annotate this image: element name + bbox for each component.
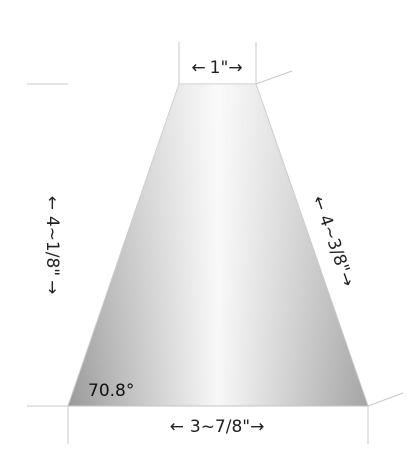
top-right-slant-extension-line [255, 70, 293, 85]
left-arrow-glyph: ← [308, 193, 332, 213]
right-arrow-glyph: → [42, 280, 62, 294]
left-height-value: 4~1/8" [42, 216, 62, 276]
guide-lines [27, 42, 404, 444]
bottom-width-value: 3~7/8" [190, 417, 250, 437]
left-height-label: ← 4~1/8" → [42, 196, 62, 295]
bottom-width-label: ← 3~7/8"→ [170, 417, 265, 437]
angle-label: 70.8° [88, 381, 134, 401]
bottom-right-slant-extension-line [367, 392, 404, 407]
left-arrow-glyph: ← [170, 417, 184, 437]
right-arrow-glyph: → [334, 269, 358, 289]
left-arrow-glyph: ← [42, 196, 62, 210]
right-arrow-glyph: → [250, 417, 264, 437]
top-width-label: ←1"→ [191, 58, 242, 78]
left-arrow-glyph: ← [191, 58, 205, 78]
right-arrow-glyph: → [228, 58, 242, 78]
trapezoid-shape [67, 83, 369, 407]
right-slant-value: 4~3/8" [314, 212, 353, 275]
top-width-value: 1" [210, 58, 229, 78]
